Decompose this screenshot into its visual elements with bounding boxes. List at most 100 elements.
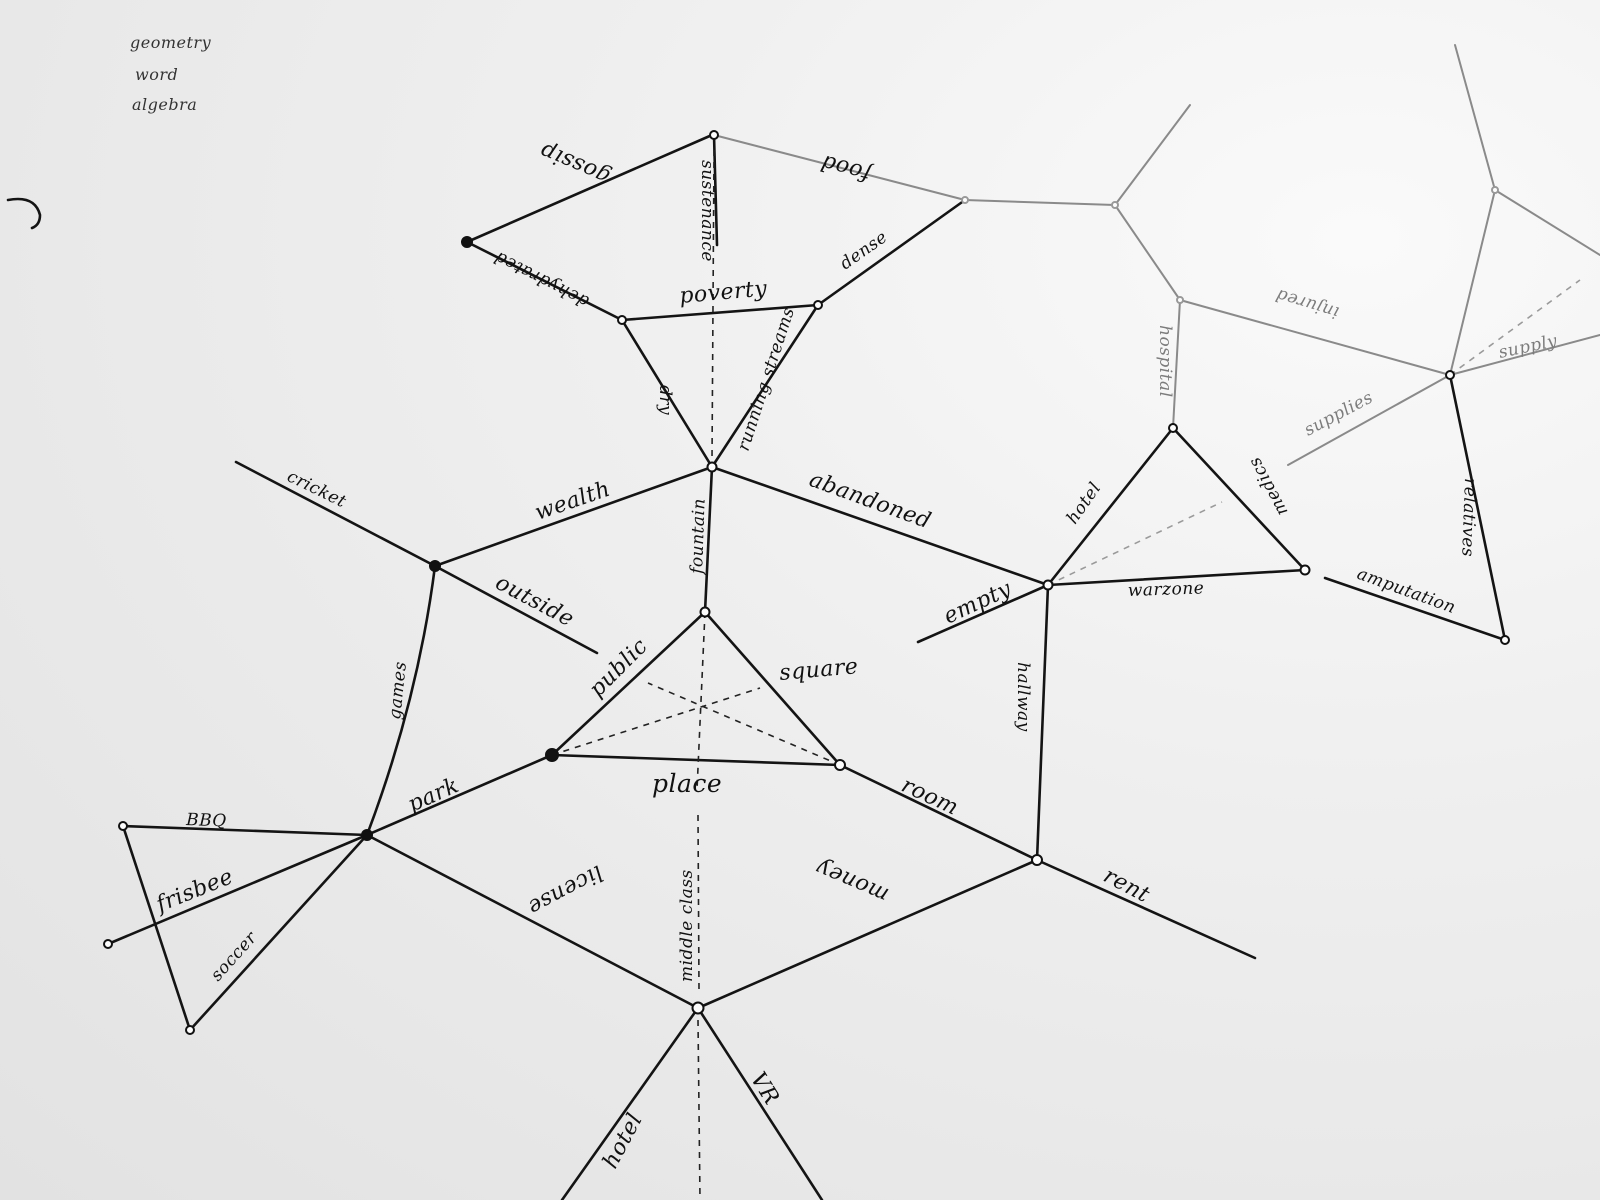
label-supply: supply [1497, 331, 1559, 363]
edge-hotel [1046, 426, 1175, 587]
label-abandoned: abandoned [806, 467, 934, 534]
edge-dry [620, 318, 714, 469]
label-empty: empty [940, 576, 1016, 629]
edge-soccer [188, 833, 369, 1032]
node-room [1031, 854, 1043, 866]
label-wealth: wealth [532, 477, 614, 526]
label-injured: injured [1273, 284, 1341, 322]
edge-empty [916, 583, 1050, 644]
node-hotel [1168, 423, 1178, 433]
node-injured [1176, 296, 1184, 304]
edge-abandoned [710, 465, 1050, 587]
dashed-bottom-axis [697, 1019, 701, 1200]
label-hallway: hallway [1013, 662, 1033, 732]
label-relatives: relatives [1457, 478, 1480, 558]
edge-bbq [121, 824, 369, 837]
edge-wealth [433, 465, 714, 568]
edge-supply [1449, 334, 1600, 376]
dashed-triangle-right [647, 682, 841, 766]
label-food: food [818, 149, 875, 187]
label-running-streams: running streams [734, 305, 799, 454]
label-medics: medics [1245, 453, 1293, 519]
edge-poverty [620, 303, 820, 322]
edge-amputation [1323, 576, 1507, 642]
edge-injured [1179, 299, 1451, 376]
edge-room [838, 763, 1039, 862]
node-public [699, 606, 711, 618]
corner-notes: geometry word algebra [130, 33, 211, 114]
label-outside: outside [491, 570, 578, 632]
label-middle-class: middle class [677, 869, 697, 982]
edge-money [696, 858, 1039, 1010]
label-soccer: soccer [207, 928, 262, 986]
corner-note-word: word [135, 65, 178, 84]
label-vr: VR [745, 1068, 784, 1110]
edge-rent [1035, 858, 1257, 960]
edge-running-streams [710, 303, 820, 469]
diagram-nodes [103, 130, 1510, 1035]
edge-faint-down [1114, 204, 1181, 301]
node-empty [1042, 579, 1054, 591]
node-amputation [1500, 635, 1510, 645]
edge-warzone [1046, 568, 1307, 587]
edge-outside [433, 564, 599, 655]
label-amputation: amputation [1354, 564, 1458, 618]
edge-faint-far-right [1494, 189, 1600, 256]
edge-hotel-bottom [560, 1006, 700, 1200]
edge-games [365, 564, 437, 837]
dashed-axis-top [711, 149, 715, 461]
node-poverty-right [813, 300, 823, 310]
label-room: room [897, 773, 962, 821]
edge-bbq-soccer [121, 824, 192, 1032]
edge-square [703, 610, 842, 767]
label-gossip: gossip [536, 138, 614, 190]
node-fountain [706, 461, 718, 473]
edge-frisbee [106, 833, 369, 946]
dashed-warzone [1047, 501, 1223, 586]
label-dense: dense [836, 227, 891, 274]
edge-license [365, 833, 700, 1010]
node-dehydrated [461, 236, 473, 248]
node-faint-top [1111, 201, 1119, 209]
edge-fountain [703, 465, 714, 614]
label-place: place [652, 769, 722, 798]
edge-place [550, 753, 842, 767]
edge-medics [1171, 426, 1307, 572]
edge-supplies [1287, 374, 1451, 466]
label-hospital: hospital [1155, 325, 1175, 398]
edge-public [550, 610, 707, 757]
node-bbq [118, 821, 128, 831]
edge-vr [696, 1006, 824, 1200]
edge-hospital [1172, 299, 1181, 429]
edge-cricket [234, 460, 437, 568]
node-square [834, 759, 846, 771]
node-park [361, 829, 373, 841]
label-dry: dry [655, 385, 675, 415]
node-poverty-left [617, 315, 627, 325]
label-frisbee: frisbee [151, 864, 237, 918]
diagram-edges [106, 44, 1600, 1200]
edge-faint-far-up [1454, 44, 1496, 191]
label-park: park [404, 773, 463, 817]
node-warzone [1299, 564, 1311, 576]
node-food [961, 196, 969, 204]
node-top [709, 130, 719, 140]
label-dehydrated: dehydrated [491, 247, 592, 312]
edge-faint-top [964, 199, 1116, 206]
edge-dense [816, 198, 967, 307]
label-fountain: fountain [687, 498, 710, 576]
edge-relatives [1448, 373, 1507, 642]
label-square: square [778, 654, 859, 686]
node-middle-class [691, 1001, 705, 1015]
diagram-labels: gossip food dehydrated sustenance povert… [151, 138, 1559, 1173]
node-wealth [429, 560, 441, 572]
label-supplies: supplies [1301, 387, 1377, 440]
node-soccer [185, 1025, 195, 1035]
edge-hallway [1035, 583, 1050, 862]
label-money: money [812, 855, 892, 908]
dashed-middle-class [697, 814, 700, 991]
edge-food [713, 134, 966, 201]
node-faint-far [1491, 186, 1499, 194]
corner-note-algebra: algebra [132, 95, 197, 114]
node-supplies [1445, 370, 1455, 380]
